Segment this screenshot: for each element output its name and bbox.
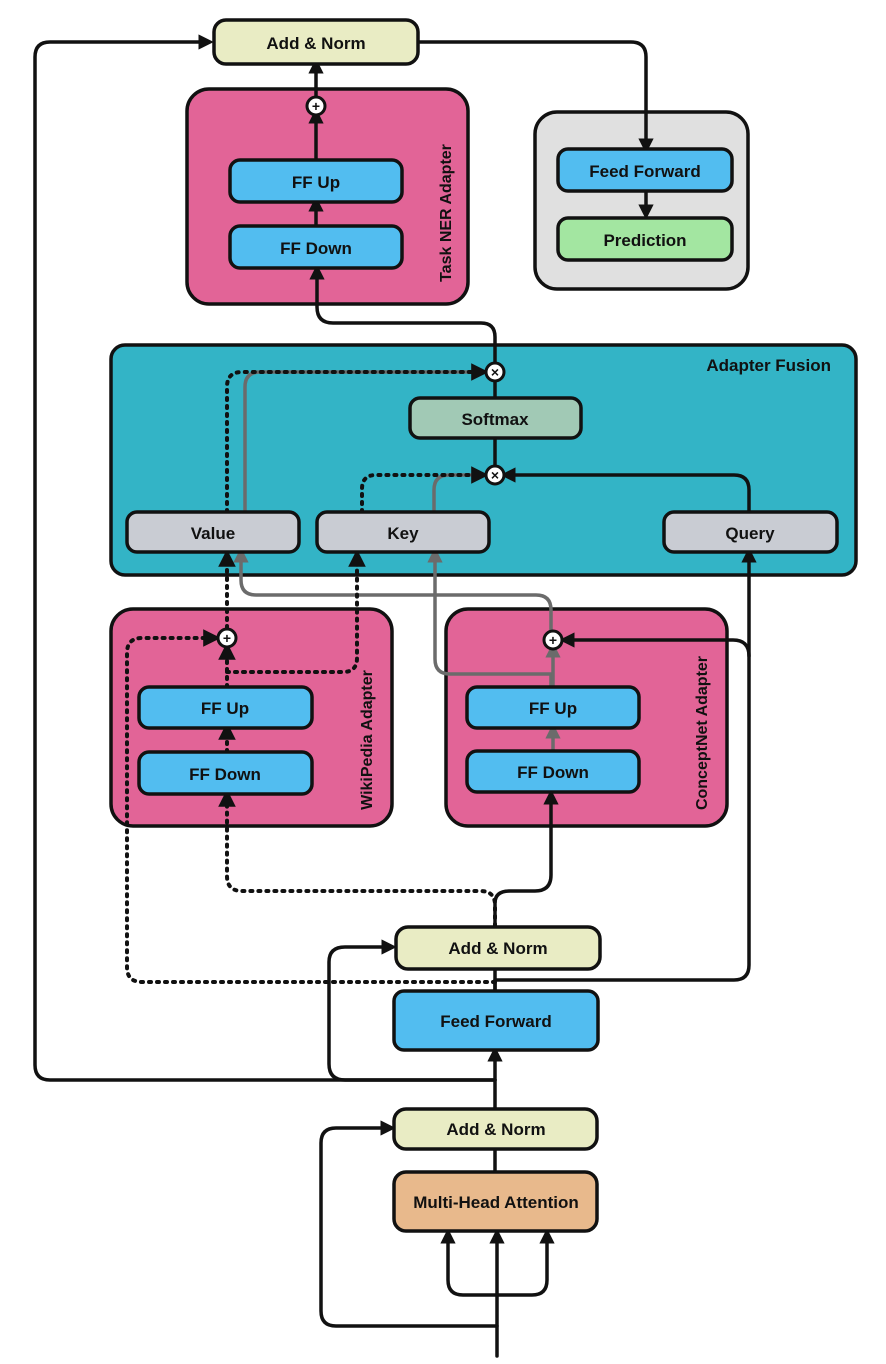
input-split-arrows-right: [495, 1228, 555, 1297]
add-norm-1-label: Add & Norm: [446, 1120, 545, 1139]
conceptnet-add-symbol: +: [549, 632, 557, 648]
value-box: [125, 510, 301, 554]
wiki-ff-down-box: [137, 750, 314, 796]
conceptnet-add-circle: [542, 629, 564, 651]
task-add-symbol: +: [312, 98, 320, 114]
wikipedia-adapter-title: WikiPedia Adapter: [359, 670, 376, 810]
prediction-box: [556, 216, 734, 262]
residual-to-norm1-arrow: [319, 1120, 499, 1328]
key-label: Key: [387, 524, 419, 543]
upper-multiply-symbol: ×: [491, 364, 499, 380]
query-to-multiply-arrow: [500, 467, 751, 514]
conceptnet-ff-down-box: [465, 749, 641, 794]
feed-forward-box: [392, 989, 600, 1052]
upper-multiply-node: ×: [484, 361, 506, 383]
wiki-ff-up-label: FF Up: [201, 699, 249, 718]
add-norm-2-box: [394, 925, 602, 971]
conceptnet-adapter-title: ConceptNet Adapter: [694, 656, 711, 810]
add-norm-1-box: [392, 1107, 599, 1151]
top-add-norm-box: [212, 18, 420, 66]
lower-multiply-symbol: ×: [491, 467, 499, 483]
wiki-add-node: +: [216, 627, 238, 649]
key-to-lower-multiply-dotted: [360, 466, 489, 514]
adapter-fusion-title: Adapter Fusion: [706, 356, 831, 375]
conceptnet-ff-up-label: FF Up: [529, 699, 577, 718]
residual-to-top-norm-arrow: [33, 34, 497, 1082]
ff-out-to-query-arrow: [493, 547, 757, 992]
multi-head-attention-box: [392, 1170, 599, 1233]
wiki-add-symbol: +: [223, 630, 231, 646]
lower-multiply-node: ×: [484, 464, 506, 486]
top-norm-to-head-arrow: [417, 40, 654, 154]
conceptnet-add-node: +: [542, 629, 564, 651]
wiki-ff-up-box: [137, 685, 314, 730]
upper-multiply-circle: [484, 361, 506, 383]
conceptnet-to-value-arrow: [233, 547, 553, 642]
wiki-ff-down-label: FF Down: [189, 765, 261, 784]
fusion-to-task-ffdown-arrow: [309, 264, 497, 364]
head-feed-forward-box: [556, 147, 734, 193]
task-ff-up-box: [228, 158, 404, 204]
value-label: Value: [191, 524, 235, 543]
ff-out-to-wiki-add-dotted: [125, 629, 497, 984]
key-box: [315, 510, 491, 554]
softmax-label: Softmax: [461, 410, 529, 429]
prediction-head-panel: [533, 110, 750, 291]
task-ff-down-label: FF Down: [280, 239, 352, 258]
query-box: [662, 510, 839, 554]
task-ner-adapter-title: Task NER Adapter: [438, 144, 455, 282]
input-split-arrows: [440, 1228, 499, 1297]
query-label: Query: [725, 524, 775, 543]
residual-to-norm2-arrow: [327, 939, 497, 1082]
task-add-circle: [305, 95, 327, 117]
lower-multiply-circle: [484, 464, 506, 486]
prediction-label: Prediction: [603, 231, 686, 250]
conceptnet-ff-up-box: [465, 685, 641, 730]
wiki-to-key-dotted-arrow: [225, 549, 366, 674]
multi-head-attention-label: Multi-Head Attention: [413, 1193, 579, 1212]
norm2-to-wiki-ffdown-dotted: [218, 789, 497, 928]
task-ff-down-box: [228, 224, 404, 270]
task-ff-up-label: FF Up: [292, 173, 340, 192]
ff-out-to-conceptnet-add-arrow: [559, 632, 751, 658]
top-add-norm-label: Add & Norm: [266, 34, 365, 53]
softmax-box: [408, 396, 583, 440]
feed-forward-label: Feed Forward: [440, 1012, 551, 1031]
add-norm-2-label: Add & Norm: [448, 939, 547, 958]
wiki-add-circle: [216, 627, 238, 649]
conceptnet-to-key-arrow: [427, 547, 553, 688]
conceptnet-ff-down-label: FF Down: [517, 763, 589, 782]
task-add-node: +: [305, 95, 327, 117]
head-feed-forward-label: Feed Forward: [589, 162, 700, 181]
value-to-upper-multiply-dotted: [225, 363, 489, 514]
norm2-to-conceptnet-ffdown-arrow: [493, 789, 559, 928]
